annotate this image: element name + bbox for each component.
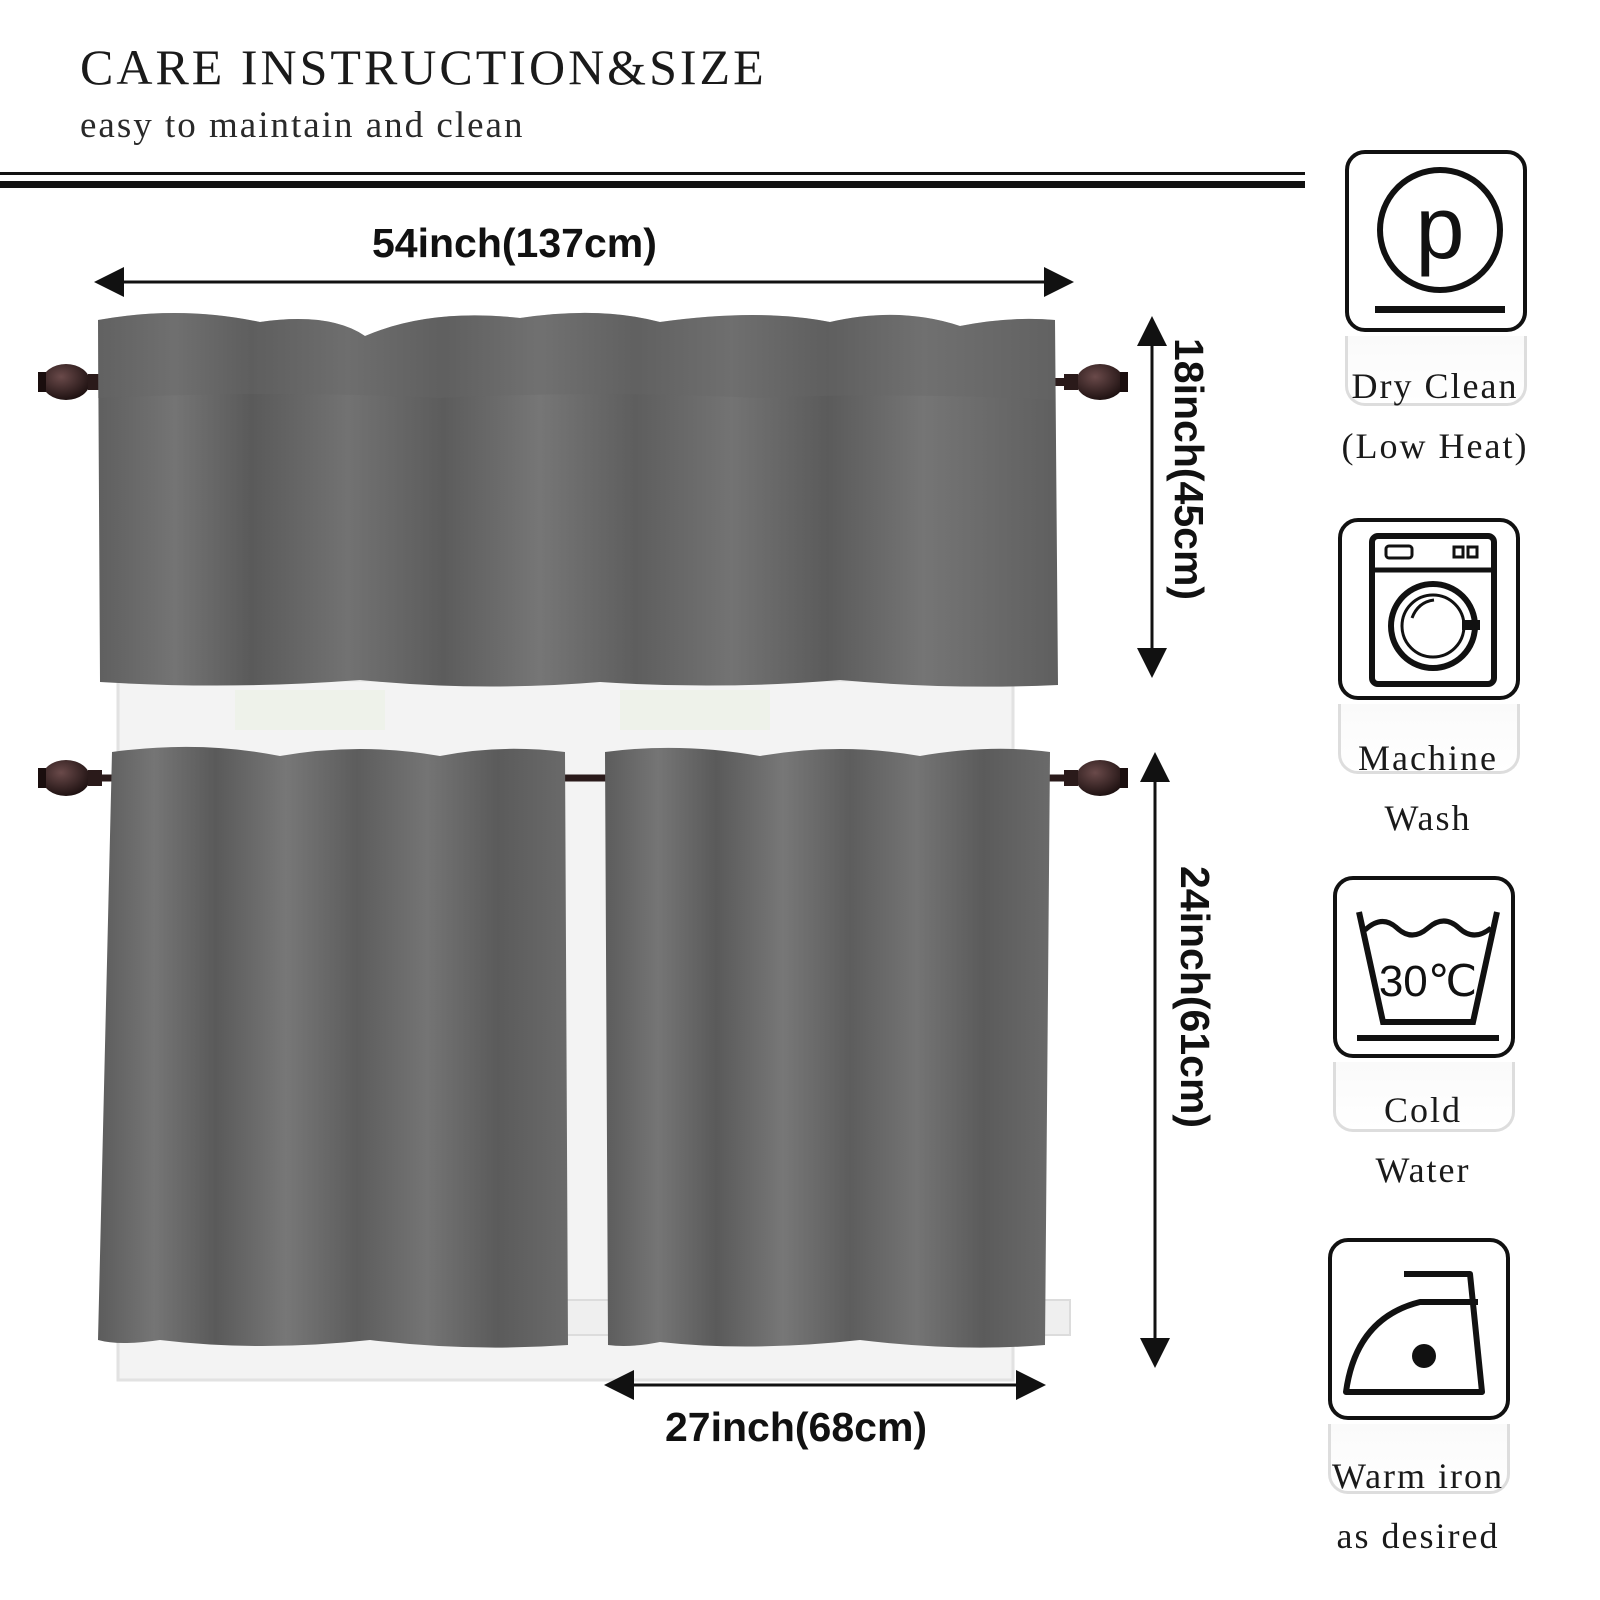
divider-thin [0, 172, 1305, 175]
wash-temperature: 30℃ [1379, 957, 1477, 1006]
washing-machine-icon [1338, 518, 1520, 700]
cold-water-icon-reflection [1333, 1062, 1515, 1132]
svg-text:p: p [1416, 178, 1465, 277]
window-pane-left [235, 690, 385, 730]
tier-width-label: 27inch(68cm) [665, 1404, 928, 1450]
tier-height-label: 24inch(61cm) [1172, 866, 1218, 1129]
iron-icon [1328, 1238, 1510, 1420]
valance-width-label: 54inch(137cm) [372, 220, 657, 266]
page-title: CARE INSTRUCTION&SIZE [80, 39, 767, 95]
bottom-rod-finial-right [1064, 760, 1128, 796]
bottom-rod-finial-left [38, 760, 102, 796]
machine-wash-label: Machine Wash [1358, 738, 1498, 838]
page-subtitle: easy to maintain and clean [80, 105, 525, 146]
warm-iron-icon-reflection [1328, 1424, 1510, 1494]
dry-clean-icon-reflection [1345, 336, 1527, 406]
dry-clean-low-heat-icon: p [1345, 150, 1527, 332]
valance-panel [98, 312, 1058, 687]
top-rod-finial-right [1064, 364, 1128, 400]
cold-water-label: Cold Water [1375, 1090, 1471, 1190]
top-rod-finial-left [38, 364, 102, 400]
divider-thick [0, 181, 1305, 188]
warm-iron-label: Warm iron as desired [1331, 1456, 1505, 1556]
window-pane-mid [620, 690, 770, 730]
tier-panel-left [98, 746, 568, 1348]
dry-clean-label: Dry Clean (Low Heat) [1341, 366, 1529, 466]
machine-wash-icon-reflection [1338, 704, 1520, 774]
tier-panel-right [605, 747, 1050, 1348]
wash-30c-icon: 30℃ [1333, 876, 1515, 1058]
valance-height-label: 18inch(45cm) [1166, 338, 1212, 601]
